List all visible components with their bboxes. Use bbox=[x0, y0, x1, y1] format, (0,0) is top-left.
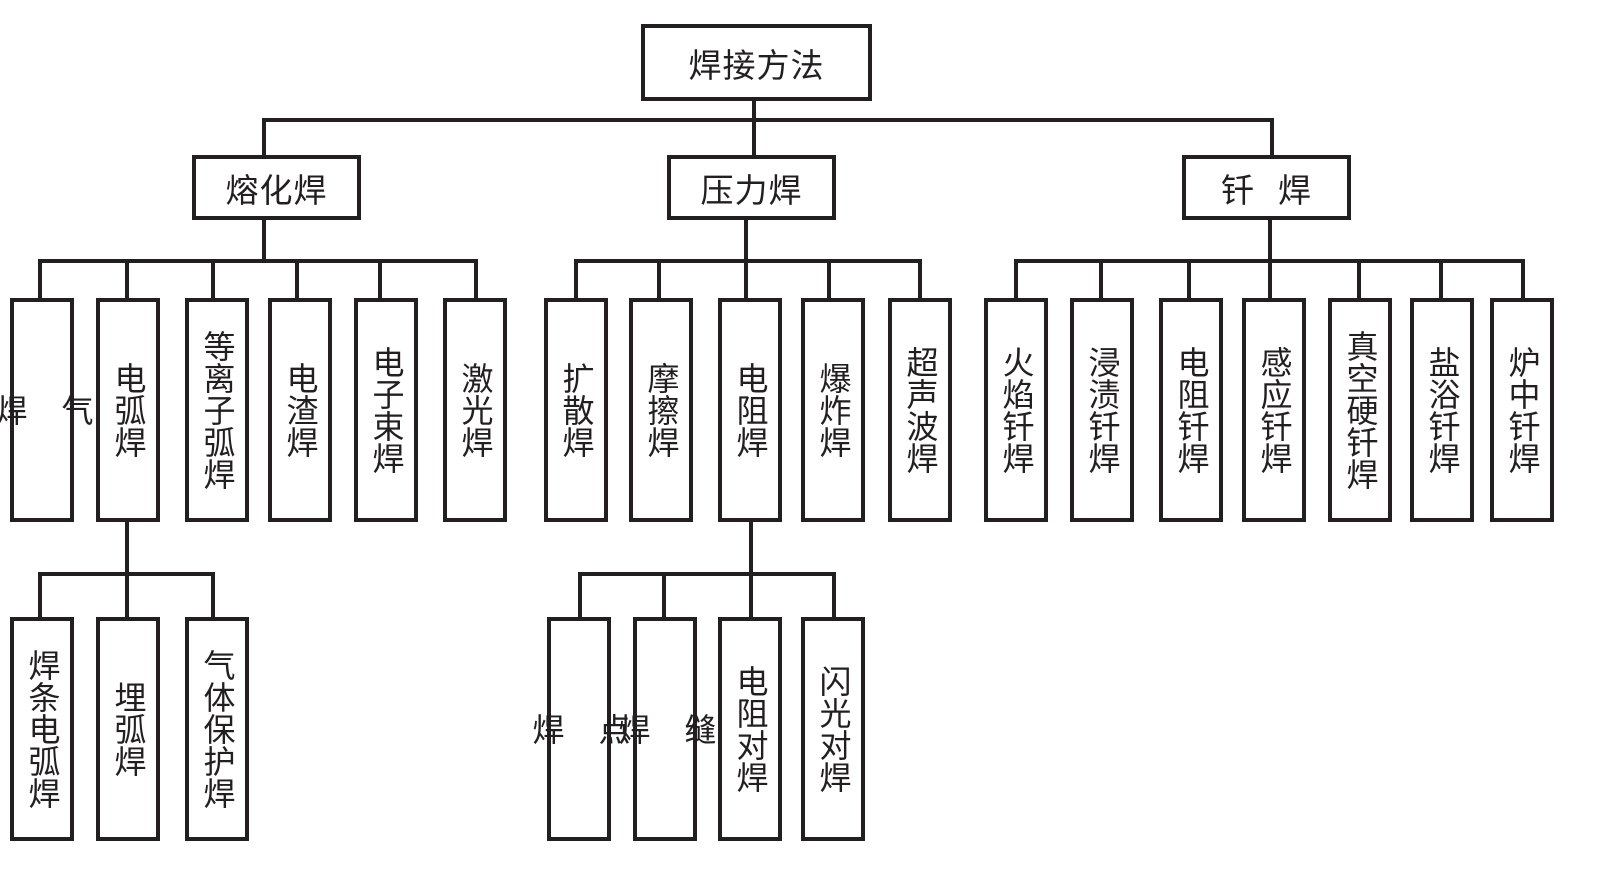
node-flash-butt-welding: 闪光对焊 bbox=[801, 617, 865, 841]
node-resistance-welding: 电阻焊 bbox=[718, 298, 782, 522]
connector-resistance-down bbox=[749, 520, 753, 576]
connector-pressure-child-4 bbox=[827, 259, 831, 301]
connector-fusion-child-2 bbox=[125, 259, 129, 301]
connector-arc-down bbox=[125, 520, 129, 576]
node-resistance-brazing: 电阻钎焊 bbox=[1159, 298, 1223, 522]
connector-brazing-down bbox=[1268, 217, 1272, 263]
connector-to-brazing bbox=[1270, 118, 1274, 158]
connector-fusion-child-3 bbox=[211, 259, 215, 301]
node-electroslag-welding: 电渣焊 bbox=[268, 298, 332, 522]
connector-pressure-child-5 bbox=[918, 259, 922, 301]
node-ultrasonic-welding: 超声波焊 bbox=[888, 298, 952, 522]
connector-fusion-child-5 bbox=[378, 259, 382, 301]
node-fusion-welding: 熔化焊 bbox=[192, 155, 361, 220]
connector-pressure-child-3 bbox=[744, 259, 748, 301]
connector-brazing-child-6 bbox=[1439, 259, 1443, 301]
node-laser-welding: 激光焊 bbox=[443, 298, 507, 522]
connector-resistance-child-2 bbox=[662, 572, 666, 620]
node-furnace-brazing: 炉中钎焊 bbox=[1490, 298, 1554, 522]
node-spot-welding: 点 焊 bbox=[528, 617, 632, 841]
connector-brazing-child-3 bbox=[1187, 259, 1191, 301]
connector-brazing-child-5 bbox=[1357, 259, 1361, 301]
node-friction-welding: 摩擦焊 bbox=[629, 298, 693, 522]
node-gas-shielded-welding: 气体保护焊 bbox=[185, 617, 249, 841]
connector-fusion-down bbox=[262, 217, 266, 263]
node-electron-beam-welding: 电子束焊 bbox=[354, 298, 418, 522]
node-shielded-metal-arc-welding: 焊条电弧焊 bbox=[10, 617, 74, 841]
node-flame-brazing: 火焰钎焊 bbox=[984, 298, 1048, 522]
root-node-welding-methods: 焊接方法 bbox=[641, 24, 872, 101]
connector-to-pressure bbox=[752, 118, 756, 158]
node-explosion-welding: 爆炸焊 bbox=[801, 298, 865, 522]
connector-fusion-child-1 bbox=[38, 259, 42, 301]
connector-resistance-child-4 bbox=[832, 572, 836, 620]
node-resistance-butt-welding: 电阻对焊 bbox=[718, 617, 782, 841]
node-diffusion-welding: 扩散焊 bbox=[544, 298, 608, 522]
connector-arc-child-3 bbox=[211, 572, 215, 620]
node-gas-welding: 气 焊 bbox=[0, 298, 95, 522]
node-submerged-arc-welding: 埋弧焊 bbox=[96, 617, 160, 841]
connector-brazing-child-2 bbox=[1099, 259, 1103, 301]
node-pressure-welding: 压力焊 bbox=[667, 155, 836, 220]
connector-pressure-child-2 bbox=[657, 259, 661, 301]
connector-resistance-bus bbox=[578, 572, 836, 576]
node-dip-brazing: 浸渍钎焊 bbox=[1070, 298, 1134, 522]
connector-resistance-child-1 bbox=[578, 572, 582, 620]
connector-resistance-child-3 bbox=[749, 572, 753, 620]
connector-fusion-bus bbox=[38, 259, 478, 263]
node-seam-welding: 缝 焊 bbox=[614, 617, 718, 841]
node-induction-brazing: 感应钎焊 bbox=[1242, 298, 1306, 522]
connector-to-fusion bbox=[262, 118, 266, 158]
node-brazing: 钎 焊 bbox=[1182, 155, 1351, 220]
connector-level1-bus bbox=[262, 118, 1274, 122]
connector-brazing-child-1 bbox=[1014, 259, 1018, 301]
node-salt-bath-brazing: 盐浴钎焊 bbox=[1410, 298, 1474, 522]
connector-root-down bbox=[752, 98, 756, 122]
connector-fusion-child-6 bbox=[474, 259, 478, 301]
node-plasma-arc-welding: 等离子弧焊 bbox=[185, 298, 249, 522]
connector-pressure-child-1 bbox=[574, 259, 578, 301]
connector-arc-child-1 bbox=[38, 572, 42, 620]
connector-brazing-child-7 bbox=[1521, 259, 1525, 301]
connector-pressure-down bbox=[744, 217, 748, 263]
connector-brazing-child-4 bbox=[1268, 259, 1272, 301]
connector-arc-child-2 bbox=[125, 572, 129, 620]
node-vacuum-brazing: 真空硬钎焊 bbox=[1328, 298, 1392, 522]
node-arc-welding: 电弧焊 bbox=[96, 298, 160, 522]
connector-fusion-child-4 bbox=[295, 259, 299, 301]
connector-pressure-bus bbox=[574, 259, 922, 263]
